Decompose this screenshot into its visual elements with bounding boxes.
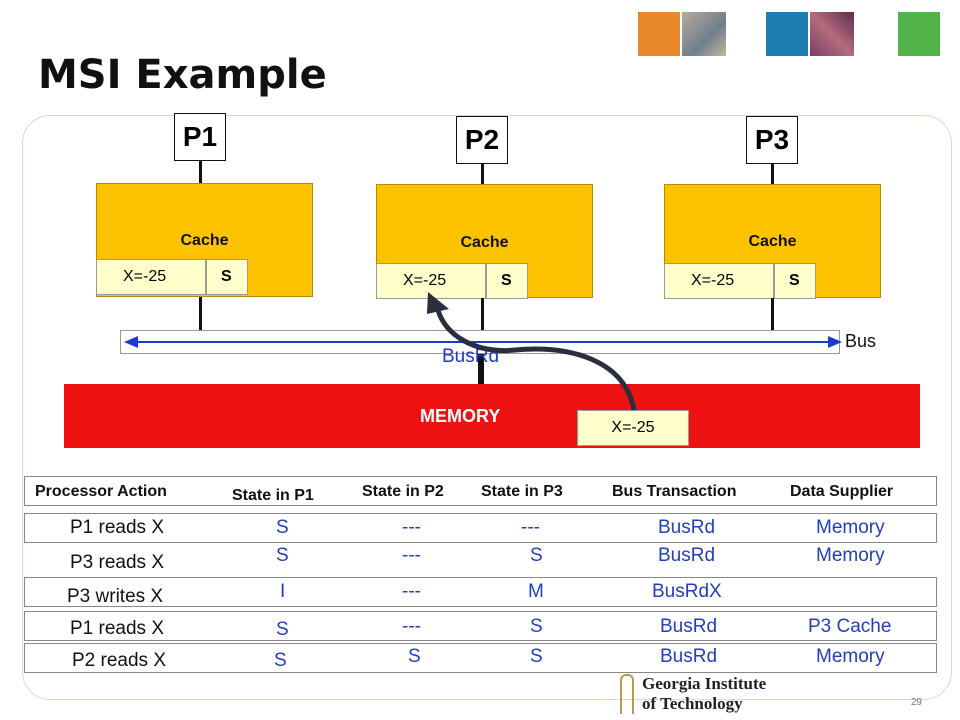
table-row [24,611,937,641]
cache-p1-state: S [206,259,248,295]
row2-p3: S [530,545,543,566]
header-thumbnail-green [898,12,940,56]
cache-p3-state: S [774,263,816,299]
cache-p2-label: Cache [460,234,509,251]
header-thumbnail-blue [766,12,808,56]
row5-action: P2 reads X [72,650,166,671]
data-transfer-arrow [427,292,637,411]
page-number: 29 [910,697,922,708]
row5-supplier: Memory [816,646,885,667]
processor-p3-box: P3 [746,116,798,164]
cache-p1-bus-line [199,297,202,330]
table-header-action: Processor Action [35,483,167,500]
table-row [24,577,937,607]
bus-double-arrow [124,336,842,348]
row4-action: P1 reads X [70,618,164,639]
row4-p3: S [530,616,543,637]
logo-emblem-icon [620,674,634,714]
row2-bus: BusRd [658,545,716,566]
table-header-p3: State in P3 [481,483,563,500]
row5-p1: S [274,650,287,671]
row4-supplier: P3 Cache [808,616,892,637]
processor-p2-box: P2 [456,116,508,164]
table-header-row [24,476,937,506]
processor-p1-box: P1 [174,113,226,161]
cache-p1-label: Cache [180,232,229,249]
georgia-tech-logo: Georgia Institute of Technology [612,672,818,716]
p2-connector-line [481,164,484,184]
bus-label: Bus [845,331,877,351]
table-header-p1: State in P1 [232,487,314,504]
row3-p1: I [280,581,286,602]
header-thumbnail-orange [638,12,680,56]
row1-action: P1 reads X [70,517,164,538]
header-thumbnail-circuit [810,12,854,56]
memory-value: X=-25 [577,410,689,446]
p3-connector-line [771,164,774,184]
row1-p2: --- [402,517,421,538]
row4-bus: BusRd [660,616,718,637]
row2-supplier: Memory [816,545,885,566]
cache-p1-value: X=-25 [96,259,206,295]
row1-supplier: Memory [816,517,885,538]
busrd-label: BusRd [442,346,500,367]
row3-bus: BusRdX [652,581,722,602]
cache-p2-bus-line [481,298,484,330]
memory-block [64,384,920,448]
row1-p1: S [276,517,289,538]
table-row [24,643,937,673]
row1-p3: --- [521,517,540,538]
table-header-bus: Bus Transaction [612,483,737,500]
table-header-supplier: Data Supplier [790,483,894,500]
cache-p3-bus-line [771,298,774,330]
logo-line1: Georgia Institute [642,674,767,693]
bus-memory-line [478,354,484,384]
row1-bus: BusRd [658,517,716,538]
row4-p2: --- [402,616,421,637]
table-row [24,513,937,543]
row2-p2: --- [402,545,421,566]
cache-p2-state: S [486,263,528,299]
p1-connector-line [199,161,202,183]
row5-bus: BusRd [660,646,718,667]
cache-p3-label: Cache [748,233,797,250]
header-thumbnail-photo [682,12,726,56]
row3-action: P3 writes X [67,586,164,607]
row2-p1: S [276,545,289,566]
logo-line2: of Technology [642,694,743,713]
memory-label: MEMORY [420,406,501,426]
page-title: MSI Example [38,52,327,98]
table-header-p2: State in P2 [362,483,444,500]
cache-p3-value: X=-25 [664,263,774,299]
row3-p2: --- [402,581,421,602]
content-frame [22,115,952,700]
row5-p3: S [530,646,543,667]
row5-p2: S [408,646,421,667]
row2-action: P3 reads X [70,552,164,573]
row3-p3: M [528,581,544,602]
row4-p1: S [276,619,289,640]
